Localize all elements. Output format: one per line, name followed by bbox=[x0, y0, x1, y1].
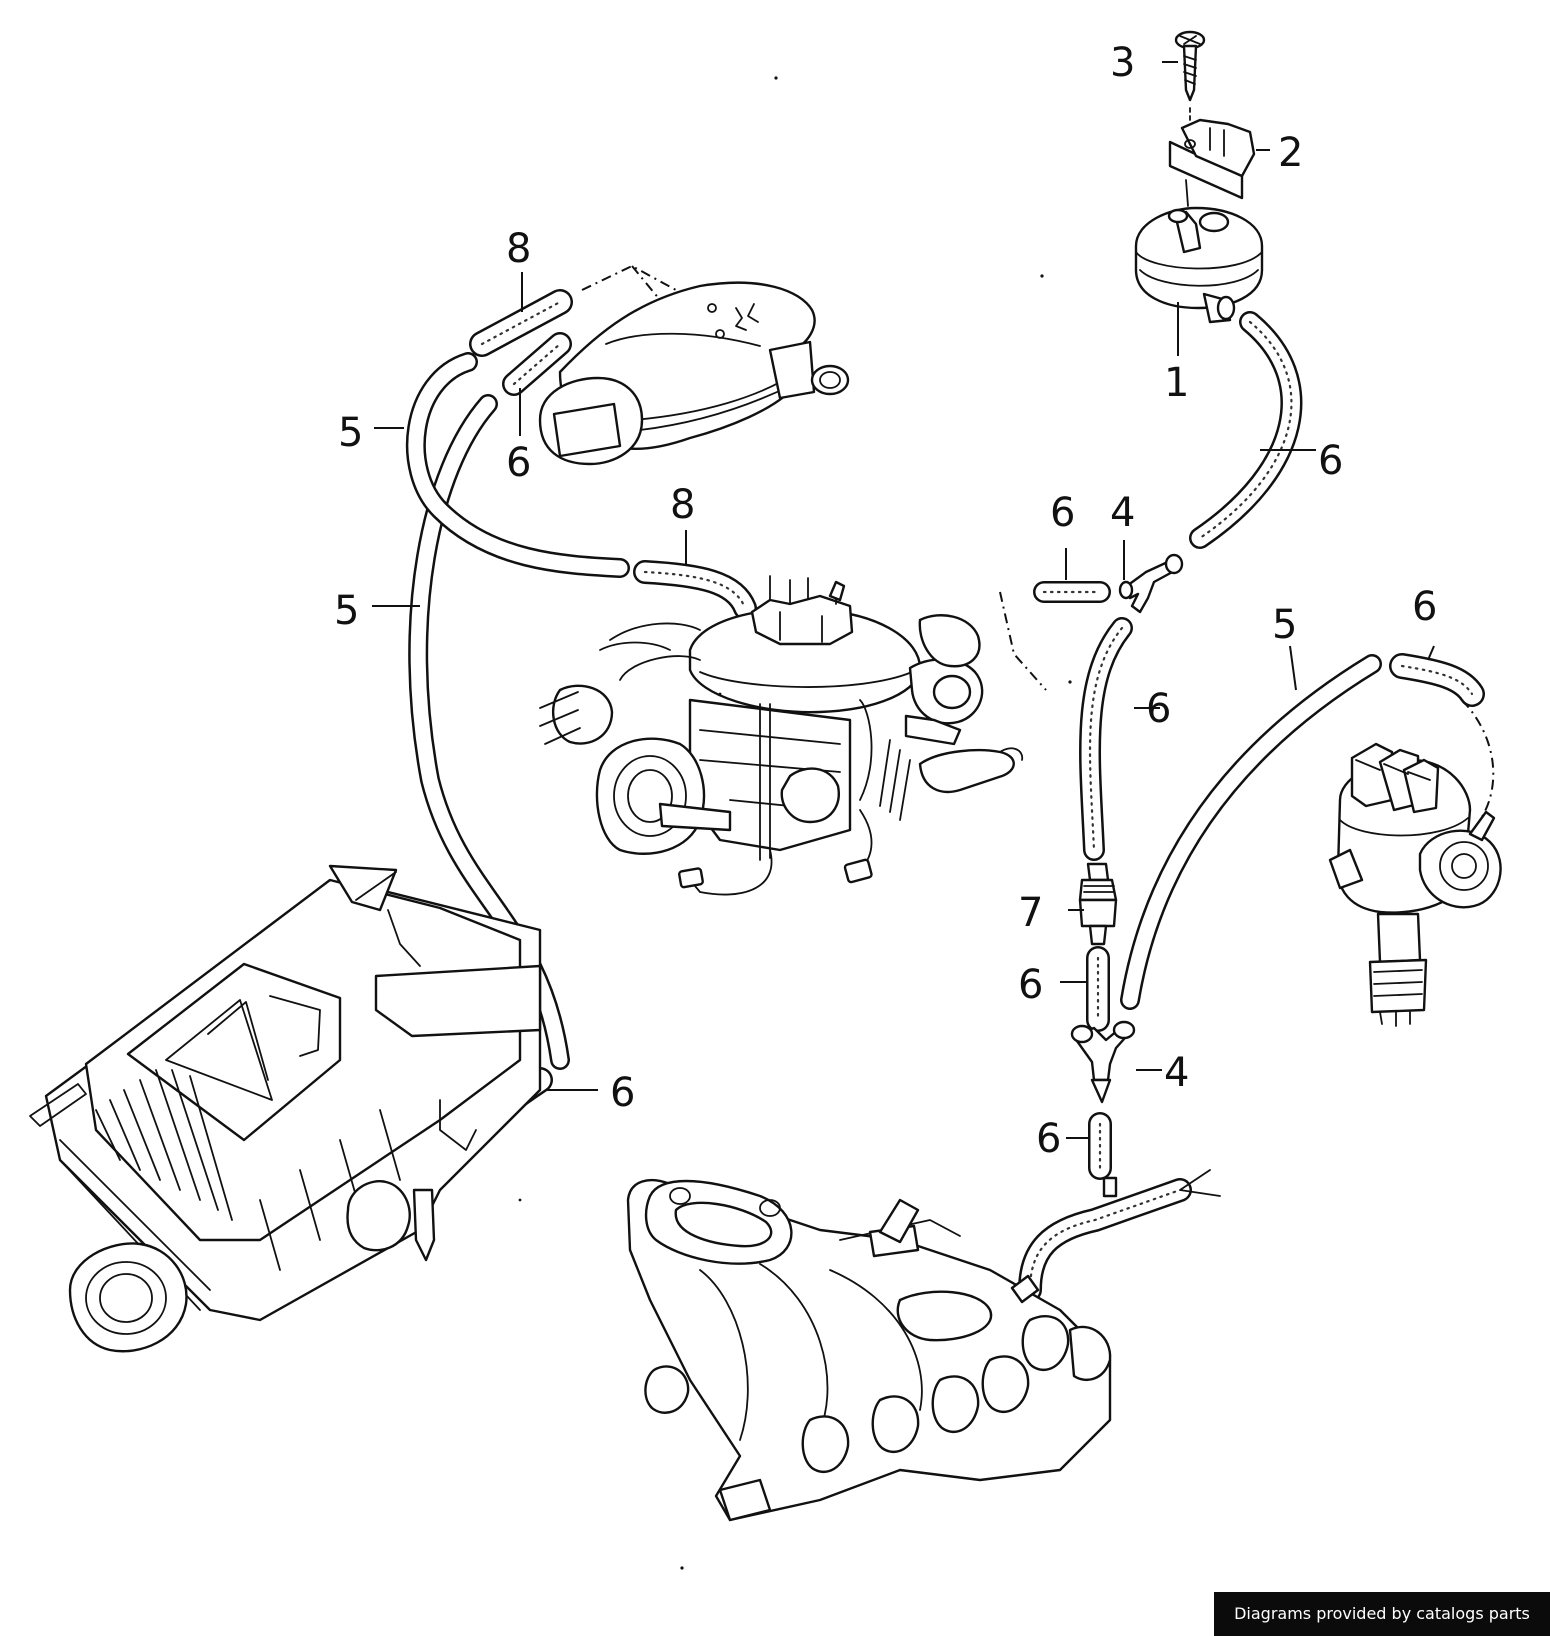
callout-8-top: 8 bbox=[506, 226, 531, 272]
callout-6-short-hose: 6 bbox=[1050, 490, 1075, 536]
valve-part-7 bbox=[1078, 862, 1118, 946]
callout-3: 3 bbox=[1110, 40, 1135, 86]
callout-6-lower-b: 6 bbox=[1036, 1116, 1061, 1162]
callout-6-mid-hose: 6 bbox=[1146, 686, 1171, 732]
callout-4-lower: 4 bbox=[1164, 1050, 1189, 1096]
callout-5-right: 5 bbox=[1272, 602, 1297, 648]
bracket-part-2 bbox=[1168, 118, 1256, 200]
distributor bbox=[1328, 742, 1502, 1027]
callouts: 3 2 1 6 6 4 6 5 6 7 6 4 6 6 8 6 5 5 8 bbox=[334, 40, 1437, 1162]
hose-8-top bbox=[469, 289, 573, 357]
callout-6-air-filter: 6 bbox=[610, 1070, 635, 1116]
callout-4-upper: 4 bbox=[1110, 490, 1135, 536]
hose-6-vacuum-unit bbox=[1189, 311, 1303, 549]
y-connector-part-4-lower bbox=[1070, 1020, 1136, 1104]
callout-5-upper: 5 bbox=[338, 410, 363, 456]
credit-banner: Diagrams provided by catalogs parts bbox=[1214, 1592, 1550, 1636]
callout-6-distributor: 6 bbox=[1412, 584, 1437, 630]
callout-1: 1 bbox=[1164, 360, 1189, 406]
callout-2: 2 bbox=[1278, 130, 1303, 176]
intake-manifold bbox=[626, 1169, 1221, 1522]
callout-6-vacuum-hose: 6 bbox=[1318, 438, 1343, 484]
small-nipple bbox=[1102, 1176, 1118, 1198]
hose-8-carb bbox=[633, 560, 757, 620]
speckles bbox=[518, 76, 1072, 1570]
callout-7: 7 bbox=[1018, 890, 1043, 936]
callout-6-top: 6 bbox=[506, 440, 531, 486]
hose-6-manifold bbox=[1018, 1178, 1192, 1302]
air-intake-elbow bbox=[538, 281, 850, 466]
hose-6-mid-curve bbox=[1079, 617, 1133, 861]
hose-5-right bbox=[1120, 654, 1382, 1010]
hose-6-top bbox=[502, 332, 572, 396]
leader-lines bbox=[372, 61, 1435, 1139]
hose-5-upper-loop bbox=[405, 352, 630, 578]
air-filter-housing bbox=[29, 864, 542, 1353]
vacuum-unit-part-1 bbox=[1134, 206, 1264, 324]
callout-6-lower-a: 6 bbox=[1018, 962, 1043, 1008]
y-connector-part-4-upper bbox=[1118, 553, 1184, 614]
alignment-lines bbox=[581, 264, 1495, 821]
screw-part-3 bbox=[1174, 30, 1206, 207]
carburetor bbox=[539, 575, 1024, 896]
callout-5-left: 5 bbox=[334, 588, 359, 634]
callout-8-carb: 8 bbox=[670, 482, 695, 528]
hose-6-distributor bbox=[1389, 653, 1485, 707]
